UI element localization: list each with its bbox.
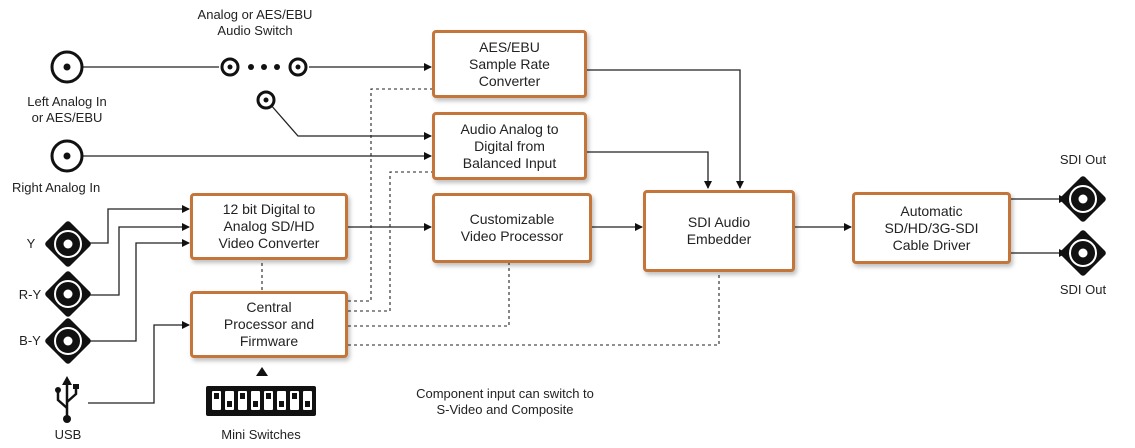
box-label: AES/EBU Sample Rate Converter [469, 38, 550, 89]
box-label: SDI Audio Embedder [686, 214, 752, 247]
sdi-out-top-label: SDI Out [1059, 152, 1107, 167]
arrow-up-icon [256, 367, 268, 376]
left-analog-label: Left Analog In or AES/EBU [27, 94, 107, 125]
bnc-connector-icon [1060, 176, 1106, 222]
ry-input-label: R-Y [18, 287, 42, 302]
dash-cpu-adc [348, 171, 432, 312]
box-label: Automatic SD/HD/3G-SDI Cable Driver [884, 202, 979, 253]
dip-switch-icon [206, 386, 316, 416]
audio-switch-label: Analog or AES/EBU Audio Switch [197, 7, 313, 38]
video-converter-box: 12 bit Digital to Analog SD/HD Video Con… [190, 193, 348, 260]
line-usb-to-cpu [88, 321, 190, 404]
bnc-connector-icon [45, 318, 91, 364]
line-adc-to-embedder [587, 151, 712, 189]
central-processor-box: Central Processor and Firmware [190, 291, 348, 358]
mini-switches-label: Mini Switches [221, 427, 301, 442]
line-by-to-dac [88, 239, 190, 342]
line-aes-to-embedder [587, 69, 744, 189]
sdi-out-bottom-label: SDI Out [1059, 282, 1107, 297]
bnc-connector-icon [1060, 230, 1106, 276]
component-note: Component input can switch to S-Video an… [416, 386, 594, 417]
box-label: Audio Analog to Digital from Balanced In… [460, 120, 559, 171]
switch-dots [248, 64, 280, 70]
cable-driver-box: Automatic SD/HD/3G-SDI Cable Driver [852, 192, 1011, 264]
line-y-to-dac [88, 205, 190, 244]
box-label: Central Processor and Firmware [223, 299, 315, 349]
y-input-label: Y [26, 236, 36, 251]
aes-ebu-sample-rate-converter-box: AES/EBU Sample Rate Converter [432, 30, 587, 98]
line-ry-to-dac [88, 223, 190, 296]
usb-label: USB [54, 427, 82, 442]
box-label: 12 bit Digital to Analog SD/HD Video Con… [218, 201, 320, 251]
usb-icon [56, 384, 78, 418]
line-switch-to-adc [269, 103, 432, 140]
audio-analog-to-digital-box: Audio Analog to Digital from Balanced In… [432, 112, 587, 180]
dash-cpu-aes [348, 88, 432, 302]
dash-cpu-embedder [348, 272, 720, 346]
bnc-connector-icon [45, 221, 91, 267]
sdi-audio-embedder-box: SDI Audio Embedder [643, 190, 795, 272]
right-analog-label: Right Analog In [12, 180, 101, 195]
dash-cpu-processor [348, 263, 510, 327]
video-processor-box: Customizable Video Processor [432, 193, 592, 263]
box-label: Customizable Video Processor [460, 211, 564, 244]
audio-switch [220, 57, 308, 110]
bnc-connector-icon [45, 271, 91, 317]
by-input-label: B-Y [19, 333, 41, 348]
